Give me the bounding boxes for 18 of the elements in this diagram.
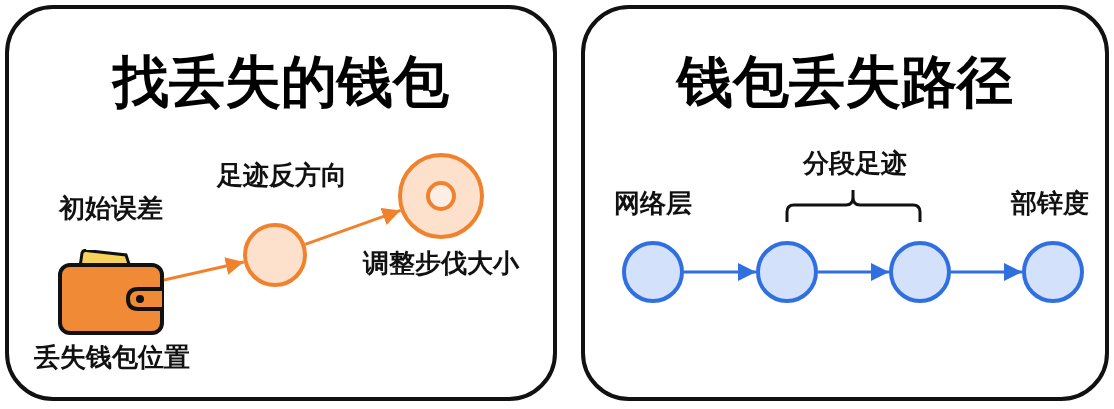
panel-card — [5, 5, 557, 401]
bracket-label: 分段足迹 — [803, 148, 907, 178]
arrow — [163, 257, 245, 282]
arrow — [684, 263, 756, 281]
node-caption: 调整步伐大小 — [363, 248, 519, 278]
node-caption: 足迹反方向 — [217, 160, 347, 190]
node-caption: 网络层 — [614, 188, 692, 218]
node-caption: 初始误差 — [59, 193, 163, 223]
circle-node — [243, 223, 307, 287]
arrow — [951, 263, 1022, 281]
arrow — [304, 207, 401, 246]
node-caption: 部锌度 — [1011, 188, 1089, 218]
node-caption: 丢失钱包位置 — [34, 342, 190, 372]
arrow — [818, 263, 889, 281]
panel-title: 找丢失的钱包 — [110, 49, 450, 115]
panel-card — [581, 5, 1109, 401]
panel-title: 钱包丢失路径 — [674, 49, 1014, 115]
wallet-drawing — [58, 249, 164, 335]
